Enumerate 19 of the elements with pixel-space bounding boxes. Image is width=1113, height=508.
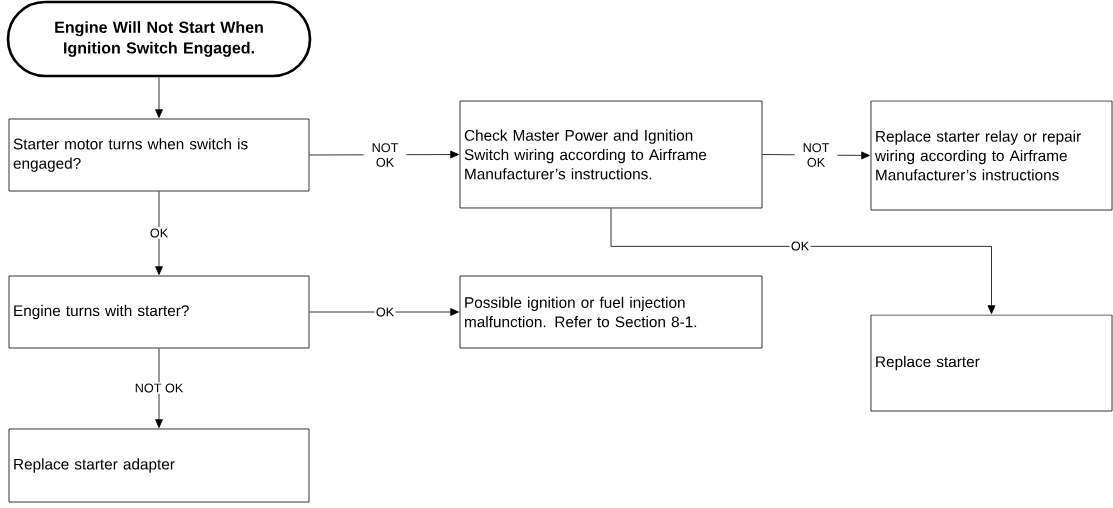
process-box: Check Master Power and Ignition Switch wiring according to Airframe Manufacturer’s instructions. — [459, 100, 763, 209]
process-box: Starter motor turns when switch is engaged? — [8, 118, 310, 192]
process-box: Replace starter — [870, 314, 1113, 412]
process-box: Engine turns with starter? — [8, 275, 310, 349]
arrow — [155, 76, 163, 118]
edge-label: OK — [789, 240, 811, 252]
arrow — [155, 348, 163, 428]
edge-label: OK — [374, 306, 396, 318]
edge-label: NOT OK — [133, 382, 185, 394]
edge-label: NOT OK — [363, 141, 407, 169]
arrow — [610, 207, 996, 314]
process-box: Replace starter relay or repair wiring according to Airframe Manufacturer’s instructions — [870, 100, 1113, 211]
start-terminal: Engine Will Not Start When Ignition Switch Engaged. — [6, 0, 312, 78]
edge-label: OK — [148, 227, 170, 239]
process-box: Replace starter adapter — [8, 428, 310, 503]
edge-label: NOT OK — [794, 141, 838, 169]
arrow — [309, 308, 459, 316]
process-box: Possible ignition or fuel injection malfunction. Refer to Section 8-1. — [459, 275, 763, 349]
arrow — [155, 191, 163, 275]
